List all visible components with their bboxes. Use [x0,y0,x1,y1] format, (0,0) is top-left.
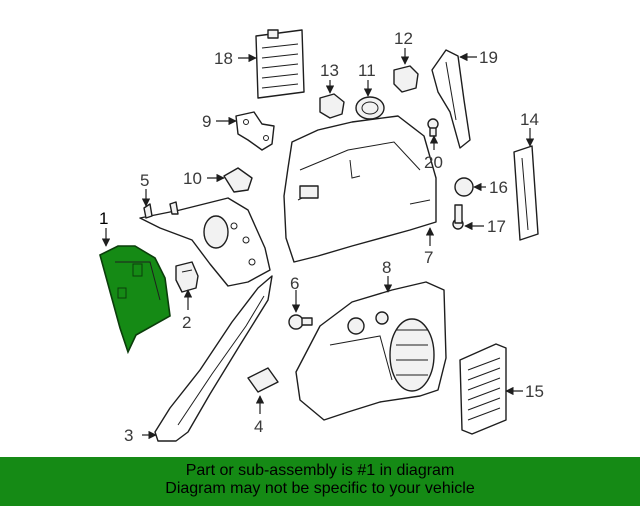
callout-10[interactable]: 10 [183,169,202,188]
callout-2[interactable]: 2 [182,313,191,332]
part-8-lower-quarter-trim[interactable] [295,281,447,421]
callout-6[interactable]: 6 [290,274,299,293]
part-3-lower-pillar-trim[interactable] [154,275,273,442]
callout-5[interactable]: 5 [140,171,149,190]
part-6-push-pin[interactable] [288,314,313,330]
callout-9[interactable]: 9 [202,112,211,131]
banner-line-2: Diagram may not be specific to your vehi… [165,480,475,497]
part-7-quarter-trim-panel[interactable] [283,115,437,263]
callout-18[interactable]: 18 [214,49,233,68]
part-2-clip[interactable] [175,261,199,293]
part-4-pad[interactable] [247,367,279,393]
callout-11[interactable]: 11 [358,61,376,80]
part-17-retainer[interactable] [452,204,464,230]
part-13-lamp-housing[interactable] [319,93,345,119]
notice-banner: Part or sub-assembly is #1 in diagram Di… [0,457,640,506]
callout-20[interactable]: 20 [424,153,443,172]
part-20-clip[interactable] [427,118,439,137]
callout-14[interactable]: 14 [520,110,539,129]
parts-diagram: 1 2 3 4 5 6 7 8 9 10 11 12 13 14 15 16 1… [99,29,544,445]
part-9-bracket[interactable] [235,111,275,151]
callout-12[interactable]: 12 [394,29,413,48]
callout-labels: 1 2 3 4 5 6 7 8 9 10 11 12 13 14 15 16 1… [99,29,544,445]
callout-16[interactable]: 16 [489,178,508,197]
callout-17[interactable]: 17 [487,217,506,236]
callout-19[interactable]: 19 [479,48,498,67]
callout-3[interactable]: 3 [124,426,133,445]
part-15-grille-panel[interactable] [459,343,507,435]
part-14-trim-strip[interactable] [513,145,539,241]
leader-lines [101,48,535,440]
part-1-pillar-trim[interactable] [99,245,171,355]
part-10-cover[interactable] [223,167,253,193]
callout-15[interactable]: 15 [525,382,544,401]
part-5-upper-quarter-trim[interactable] [139,197,271,287]
part-11-lamp-lens[interactable] [355,96,385,120]
callout-13[interactable]: 13 [320,61,339,80]
part-12-socket[interactable] [393,65,419,93]
callout-7[interactable]: 7 [424,248,433,267]
banner-line-1: Part or sub-assembly is #1 in diagram [185,462,455,479]
callout-8[interactable]: 8 [382,258,391,277]
callout-1[interactable]: 1 [99,209,108,228]
part-16-round-cap[interactable] [454,177,474,197]
callout-4[interactable]: 4 [254,417,263,436]
part-19-upper-pillar-cover[interactable] [431,49,471,149]
part-18-speaker-box[interactable] [255,29,305,99]
